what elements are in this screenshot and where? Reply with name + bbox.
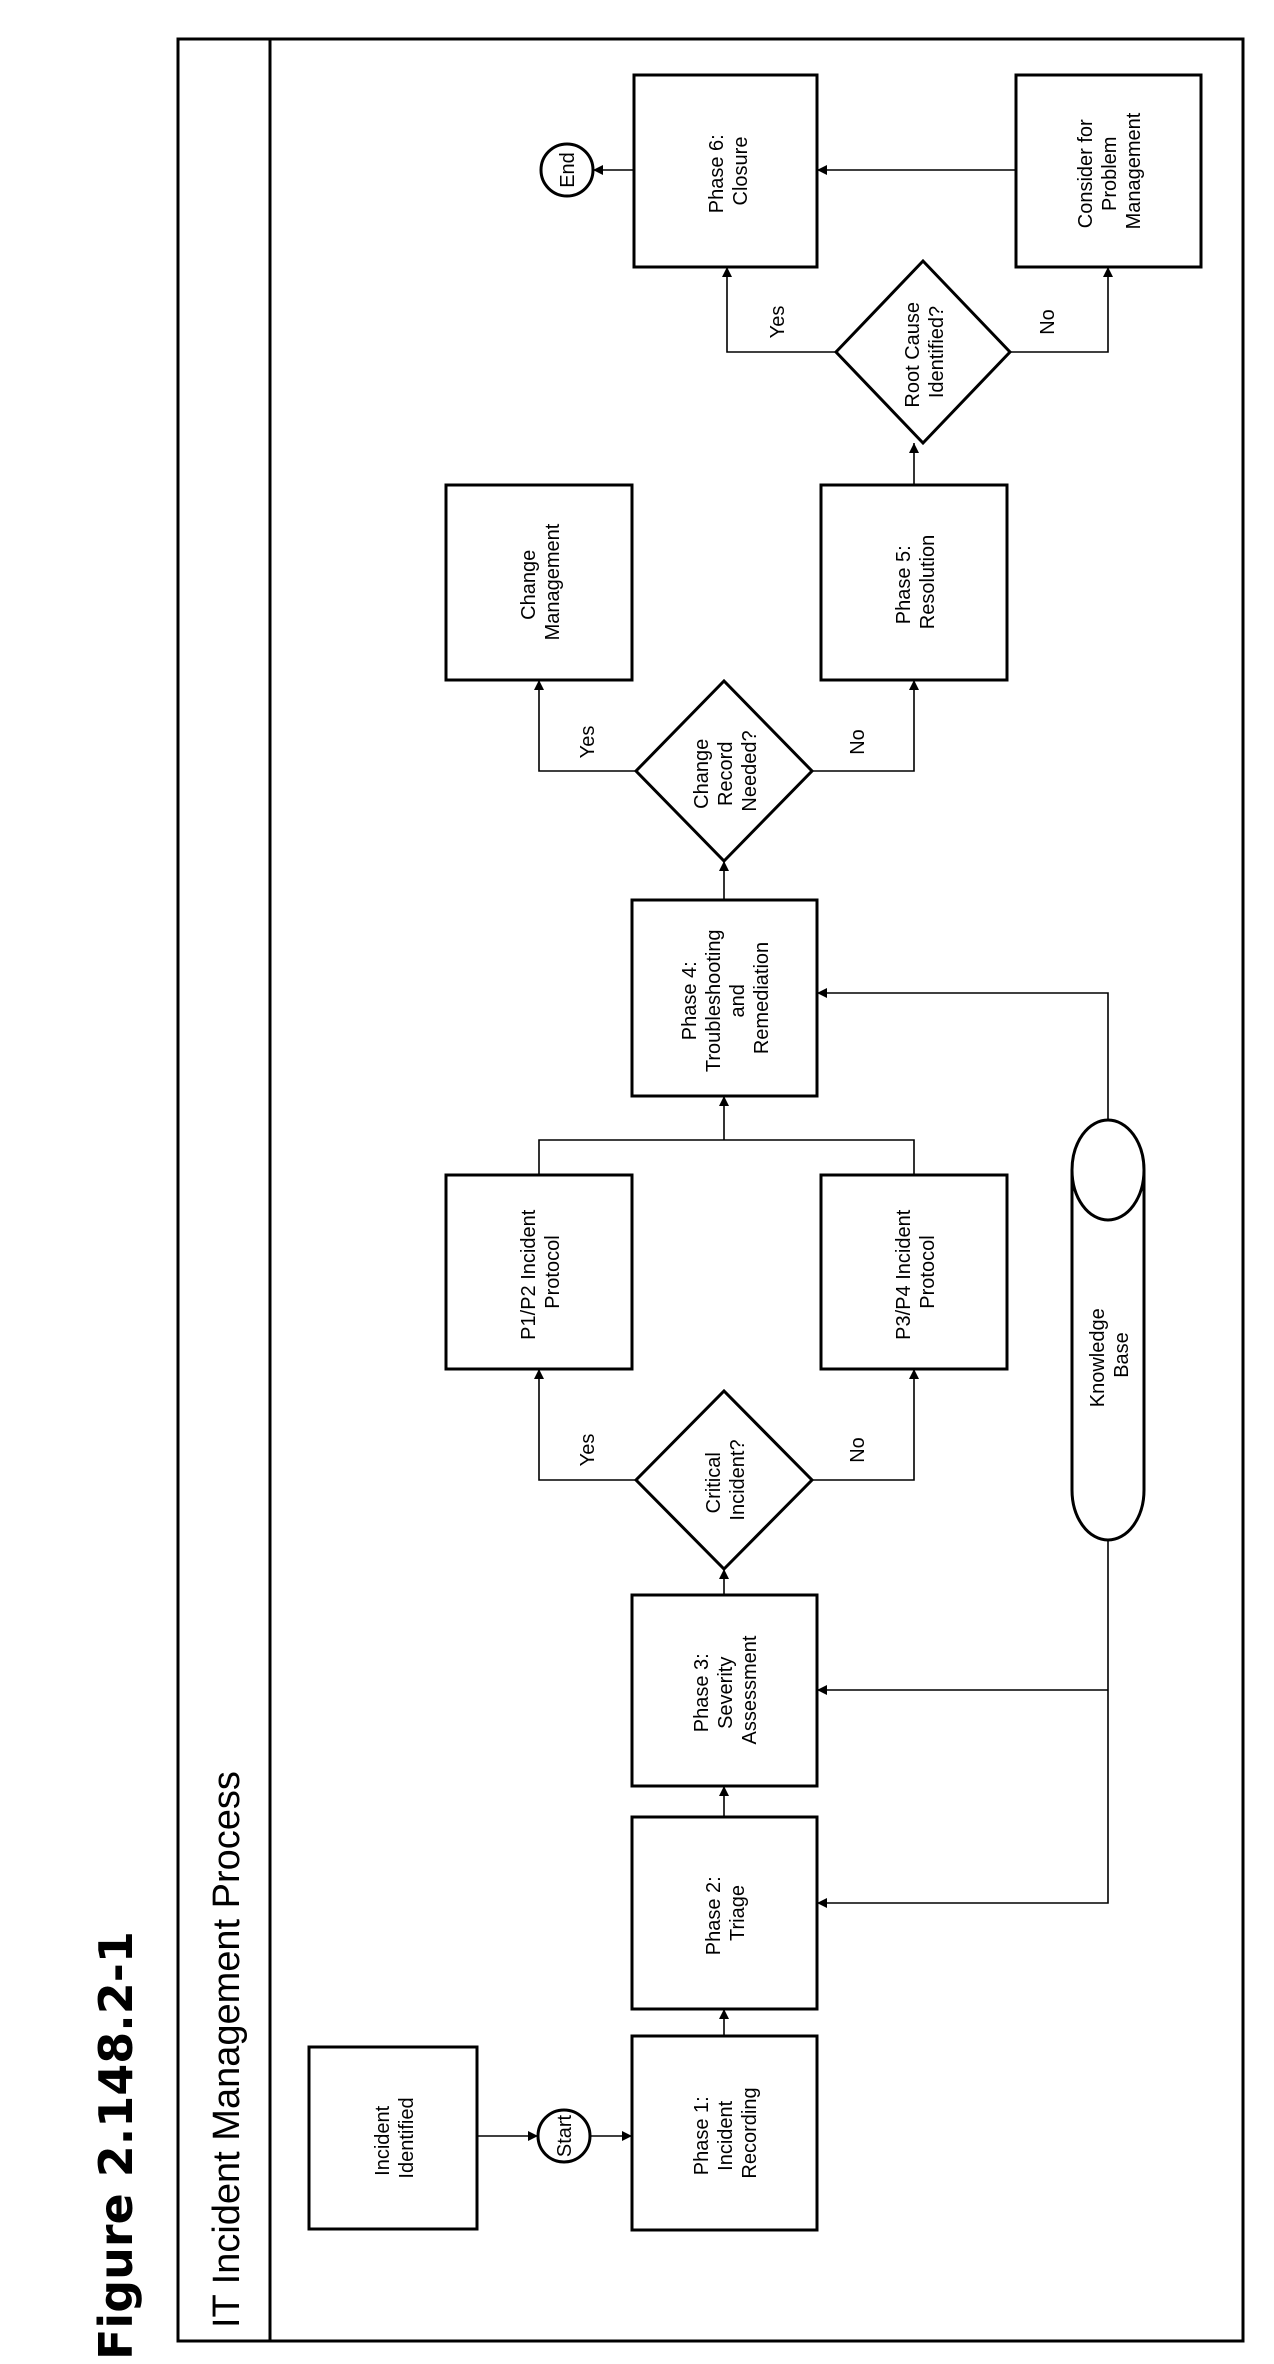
change-management-line-2: Management xyxy=(542,523,564,640)
edge-root-yes xyxy=(722,267,836,353)
figure-label: Figure 2.148.2-1 xyxy=(89,1931,143,2360)
change-record-line-2: Record xyxy=(715,742,737,806)
edge-labels: Yes No Yes No Yes No xyxy=(577,306,1059,1467)
phase2-label: Phase 2: Triage xyxy=(703,1871,749,1956)
edge-change-no xyxy=(812,680,919,772)
p3p4-protocol-box xyxy=(819,1173,1009,1371)
critical-label: Critical Incident? xyxy=(703,1439,749,1520)
knowledge-base-cylinder xyxy=(1070,1118,1146,1542)
root-cause-label: Root Cause Identified? xyxy=(902,296,948,407)
root-cause-decision xyxy=(833,258,1013,446)
connectors xyxy=(477,165,1113,2141)
end-terminator xyxy=(539,142,595,198)
edge-p1p2-merge xyxy=(538,1139,915,1175)
phase5-line-1: Phase 5: xyxy=(893,545,915,624)
edge-critical-yes xyxy=(534,1369,636,1481)
incident-identified-line-2: Identified xyxy=(396,2097,418,2178)
phase4-line-4: Remediation xyxy=(751,942,773,1054)
end-label: End xyxy=(557,152,579,188)
change-record-line-1: Change xyxy=(691,739,713,809)
incident-identified-label: Incident Identified xyxy=(372,2097,418,2178)
edge-root-no xyxy=(1010,267,1113,353)
phase5-label: Phase 5: Resolution xyxy=(893,535,939,630)
phase4-box xyxy=(630,898,819,1098)
phase6-box xyxy=(632,73,819,269)
p1p2-protocol-box xyxy=(444,1173,634,1371)
start-label: Start xyxy=(554,2114,576,2157)
phase2-line-2: Triage xyxy=(727,1885,749,1941)
problem-management-line-2: Problem xyxy=(1099,137,1121,211)
phase4-line-3: and xyxy=(727,984,749,1017)
phase6-line-1: Phase 6: xyxy=(706,134,728,213)
phase5-box xyxy=(819,483,1009,682)
kb-line-2: Base xyxy=(1111,1332,1133,1378)
start-terminator xyxy=(536,2108,592,2164)
edge-kb-phase2 xyxy=(817,1490,1109,1908)
phase4-line-1: Phase 4: xyxy=(679,961,701,1040)
phase3-line-1: Phase 3: xyxy=(691,1653,713,1732)
edge-critical-no xyxy=(812,1369,919,1481)
change-management-box xyxy=(444,483,634,682)
problem-management-line-3: Management xyxy=(1123,112,1145,229)
phase3-box xyxy=(630,1593,819,1788)
phase5-line-2: Resolution xyxy=(917,535,939,630)
incident-identified-box xyxy=(307,2045,479,2231)
root-yes-label: Yes xyxy=(767,306,789,339)
kb-line-1: Knowledge xyxy=(1087,1308,1109,1407)
shapes xyxy=(307,73,1203,2232)
end-line-1: End xyxy=(557,152,579,188)
incident-identified-line-1: Incident xyxy=(372,2105,394,2175)
critical-line-1: Critical xyxy=(703,1452,725,1513)
p3p4-line-1: P3/P4 Incident xyxy=(893,1209,915,1340)
change-management-label: Change Management xyxy=(518,523,564,640)
phase1-line-2: Incident xyxy=(715,2100,737,2170)
phase2-line-1: Phase 2: xyxy=(703,1876,725,1955)
change-record-label: Change Record Needed? xyxy=(691,730,761,811)
phase4-line-2: Troubleshooting xyxy=(703,929,725,1072)
phase3-line-3: Assessment xyxy=(739,1635,761,1744)
phase3-label: Phase 3: Severity Assessment xyxy=(691,1635,761,1744)
phase3-line-2: Severity xyxy=(715,1657,737,1729)
phase6-line-2: Closure xyxy=(730,137,752,206)
start-line-1: Start xyxy=(554,2114,576,2157)
edge-change-yes xyxy=(534,680,636,772)
critical-no-label: No xyxy=(847,1437,869,1463)
problem-management-box xyxy=(1014,73,1203,269)
change-yes-label: Yes xyxy=(577,726,599,759)
p1p2-line-1: P1/P2 Incident xyxy=(518,1209,540,1340)
p3p4-label: P3/P4 Incident Protocol xyxy=(893,1204,939,1340)
phase4-label: Phase 4: Troubleshooting and Remediation xyxy=(679,924,773,1072)
change-record-line-3: Needed? xyxy=(739,730,761,811)
problem-management-line-1: Consider for xyxy=(1075,119,1097,228)
process-title: IT Incident Management Process xyxy=(206,1771,248,2328)
phase1-line-1: Phase 1: xyxy=(691,2096,713,2175)
problem-management-label: Consider for Problem Management xyxy=(1075,112,1145,229)
critical-decision xyxy=(633,1388,815,1572)
change-record-decision xyxy=(633,678,815,864)
phase1-box xyxy=(630,2034,819,2232)
critical-line-2: Incident? xyxy=(727,1439,749,1520)
change-no-label: No xyxy=(847,729,869,755)
p3p4-line-2: Protocol xyxy=(917,1235,939,1308)
p1p2-line-2: Protocol xyxy=(542,1235,564,1308)
edge-kb-phase4 xyxy=(817,988,1109,1170)
phase1-line-3: Recording xyxy=(739,2087,761,2178)
kb-label: Knowledge Base xyxy=(1087,1303,1133,1408)
root-no-label: No xyxy=(1037,309,1059,335)
p1p2-label: P1/P2 Incident Protocol xyxy=(518,1204,564,1340)
phase1-label: Phase 1: Incident Recording xyxy=(691,2087,761,2178)
change-management-line-1: Change xyxy=(518,550,540,620)
root-cause-line-1: Root Cause xyxy=(902,302,924,408)
node-labels: Incident Identified Start Phase 1: Incid… xyxy=(372,112,1145,2178)
critical-yes-label: Yes xyxy=(577,1434,599,1467)
root-cause-line-2: Identified? xyxy=(926,306,948,398)
phase2-box xyxy=(630,1815,819,2011)
phase6-label: Phase 6: Closure xyxy=(706,129,752,214)
